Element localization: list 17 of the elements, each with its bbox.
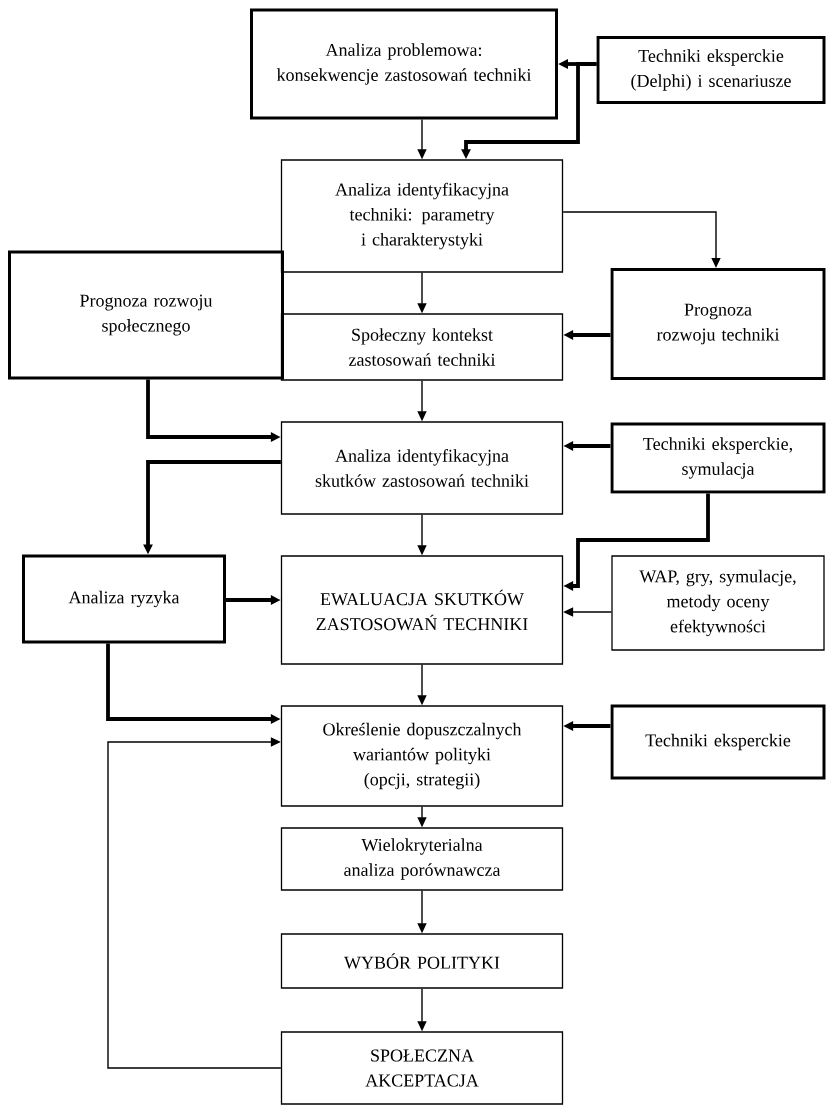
process-box: EWALUACJA SKUTKÓW ZASTOSOWAŃ TECHNIKI bbox=[280, 555, 564, 665]
method-box: Techniki eksperckie bbox=[610, 704, 826, 780]
method-box: Analiza ryzyka bbox=[22, 554, 226, 644]
process-box: Określenie dopuszczalnych wariantów polityki (opcji, strategii) bbox=[280, 705, 564, 807]
process-box: Wielokryterialna analiza porównawcza bbox=[280, 827, 564, 891]
process-box: SPOŁECZNA AKCEPTACJA bbox=[280, 1031, 564, 1105]
arrow bbox=[107, 737, 282, 1069]
method-box: Prognoza rozwoju społecznego bbox=[8, 250, 284, 380]
method-box: Techniki eksperckie (Delphi) i scenariusze bbox=[596, 36, 826, 104]
method-box: Techniki eksperckie, symulacja bbox=[610, 422, 826, 494]
process-box: Analiza identyfikacyjna skutków zastosowań techniki bbox=[280, 421, 564, 515]
process-box: Społeczny kontekst zastosowań techniki bbox=[280, 313, 564, 381]
method-box: Prognoza rozwoju techniki bbox=[610, 268, 826, 380]
process-box: Analiza identyfikacyjna techniki: parametry i charakterystyki bbox=[280, 159, 564, 273]
process-box: WYBÓR POLITYKI bbox=[280, 933, 564, 989]
method-box: Analiza problemowa: konsekwencje zastosowań techniki bbox=[250, 8, 558, 120]
process-box: WAP, gry, symulacje, metody oceny efektywności bbox=[611, 555, 825, 651]
